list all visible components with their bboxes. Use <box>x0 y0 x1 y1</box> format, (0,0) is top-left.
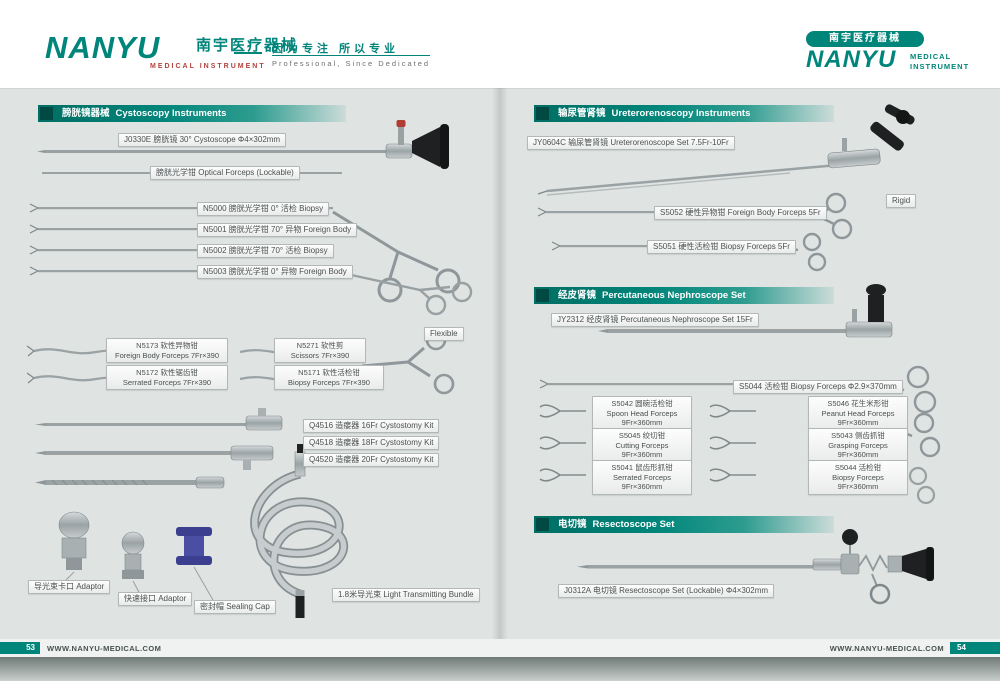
product-label-light-guide-adaptor: 导光束卡口 Adaptor <box>28 580 111 594</box>
section-title-en: Resectoscope Set <box>592 519 675 530</box>
slogan-underline-rule <box>272 55 430 56</box>
product-label-jy2312: JY2312 经皮肾镜 Percutaneous Nephroscope Set… <box>551 313 759 327</box>
catalog-page: NANYU 南宇医疗器械 MEDICAL INSTRUMENT 因为专注 所以专… <box>0 0 1000 657</box>
product-label-n5002: N5002 膀胱光学钳 70° 活检 Biopsy <box>197 244 334 258</box>
quick-adaptor-illustration <box>121 531 145 595</box>
optical-forceps-illustration <box>29 172 473 316</box>
nephroscope-illustration <box>598 284 893 338</box>
product-label-q4518: Q4518 造瘘器 18Fr Cystostomy Kit <box>303 436 440 450</box>
cystostomy-kits-illustration <box>35 408 283 489</box>
light-bundle-illustration <box>250 444 349 618</box>
product-label-s5044-long: S5044 活检钳 Biopsy Forceps Φ2.9×370mm <box>733 380 903 394</box>
product-label-optical-forceps: 膀胱光学钳 Optical Forceps (Lockable) <box>150 166 300 180</box>
section-title-cn: 输尿管肾镜 <box>558 108 606 119</box>
sealing-cap-illustration <box>176 527 214 601</box>
tag-flexible: Flexible <box>424 327 464 341</box>
resectoscope-illustration <box>577 529 934 605</box>
brand-badge-right-cn: 南宇医疗器械 <box>806 31 924 47</box>
product-label-n5001: N5001 膀胱光学钳 70° 异物 Foreign Body <box>197 223 358 237</box>
product-label-j0312a: J0312A 电切镜 Resectoscope Set (Lockable) Φ… <box>558 584 775 598</box>
section-title-cn: 经皮肾镜 <box>558 290 597 301</box>
center-fold-shadow <box>492 88 508 639</box>
section-title-cn: 膀胱镜器械 <box>62 108 110 119</box>
brand-logo-right-sub: MEDICAL INSTRUMENT <box>910 52 969 72</box>
product-label-n5000: N5000 膀胱光学钳 0° 活检 Biopsy <box>197 202 330 216</box>
product-label-s5051: S5051 硬性活检钳 Biopsy Forceps 5Fr <box>647 240 796 254</box>
section-title-en: Percutaneous Nephroscope Set <box>602 290 746 301</box>
brand-logo-right-sub-line2: INSTRUMENT <box>910 62 970 71</box>
brand-logo-right: NANYU <box>806 46 897 73</box>
ureteroscope-illustration <box>537 104 915 196</box>
brand-logo-left-sub: MEDICAL INSTRUMENT <box>150 63 266 70</box>
section-title-en: Cystoscopy Instruments <box>115 108 227 119</box>
tag-rigid: Rigid <box>886 194 917 208</box>
forceps-jaw-closeups-illustration <box>539 404 941 505</box>
product-label-n5003: N5003 膀胱光学钳 0° 异物 Foreign Body <box>197 265 353 279</box>
product-label-sealing-cap: 密封帽 Sealing Cap <box>194 600 276 614</box>
slogan-en: Professional, Since Dedicated <box>272 59 431 68</box>
page-bottom-shadow <box>0 657 1000 681</box>
flexible-forceps-illustration <box>26 329 455 395</box>
light-guide-adaptor-illustration <box>58 511 90 583</box>
product-label-q4516: Q4516 造瘘器 16Fr Cystostomy Kit <box>303 419 440 433</box>
product-label-jy0604c: JY0604C 输尿管肾镜 Ureterorenoscope Set 7.5Fr… <box>527 136 735 150</box>
section-header-ureterorenoscopy: 输尿管肾镜 Ureterorenoscopy Instruments <box>534 105 834 122</box>
brand-logo-right-sub-line1: MEDICAL <box>910 52 952 61</box>
page-number-right: 54 <box>950 642 1000 654</box>
product-label-s5052: S5052 硬性异物钳 Foreign Body Forceps 5Fr <box>654 206 827 220</box>
section-header-cystoscopy: 膀胱镜器械 Cystoscopy Instruments <box>38 105 346 122</box>
brand-logo-left: NANYU <box>45 30 161 65</box>
slogan-cn: 因为专注 所以专业 <box>272 43 400 55</box>
brand-logo-left-cn: 南宇医疗器械 <box>196 37 299 54</box>
footer-strip <box>0 639 1000 657</box>
product-label-q4520: Q4520 造瘘器 20Fr Cystostomy Kit <box>303 453 440 467</box>
website-right: WWW.NANYU-MEDICAL.COM <box>829 644 944 653</box>
product-label-quick-adaptor: 快速接口 Adaptor <box>118 592 193 606</box>
product-label-j0330e: J0330E 膀胱镜 30° Cystoscope Φ4×302mm <box>118 133 287 147</box>
section-title-cn: 电切镜 <box>558 519 587 530</box>
slogan-dash-rule <box>234 52 262 54</box>
cystoscope-illustration <box>37 120 449 169</box>
website-left: WWW.NANYU-MEDICAL.COM <box>47 644 162 653</box>
product-label-light-bundle: 1.8米导光束 Light Transmitting Bundle <box>332 588 480 602</box>
section-header-resectoscope: 电切镜 Resectoscope Set <box>534 516 834 533</box>
section-title-en: Ureterorenoscopy Instruments <box>611 108 751 119</box>
section-header-nephroscope: 经皮肾镜 Percutaneous Nephroscope Set <box>534 287 834 304</box>
page-number-left: 53 <box>0 642 40 654</box>
